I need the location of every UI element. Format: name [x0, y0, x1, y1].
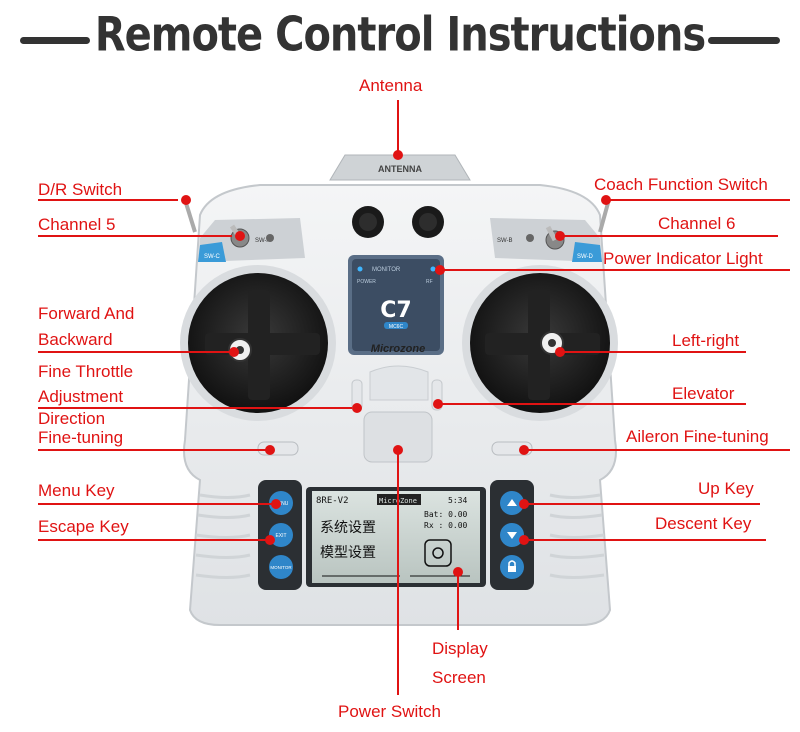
lcd-rx: Rx : 0.00 — [424, 521, 468, 530]
switch-panel-left: SW-A SW-C — [198, 218, 305, 262]
direction-trim-slider[interactable] — [257, 441, 299, 456]
lcd-line1-left: 8RE-V2 — [316, 496, 349, 506]
status-power-text: POWER — [357, 279, 376, 285]
label-dr-switch: D/R Switch — [38, 180, 123, 199]
title-banner: Remote Control Instructions — [0, 0, 800, 80]
label-antenna: Antenna — [359, 76, 423, 95]
down-button[interactable] — [500, 523, 524, 547]
up-arrow-icon — [507, 499, 517, 506]
dr-switch-toggle[interactable] — [184, 202, 197, 233]
lcd-display: 8RE-V2 MicroZone 5:34 Bat: 0.00 Rx : 0.0… — [306, 487, 486, 587]
status-mid-text: MONITOR — [372, 267, 401, 273]
label-fine-throttle-1: Fine Throttle — [38, 362, 134, 381]
lcd-menu2: 模型设置 — [320, 545, 376, 561]
label-direction-2: Fine-tuning — [38, 428, 124, 447]
label-elevator: Elevator — [672, 384, 735, 403]
label-channel6: Channel 6 — [658, 214, 736, 233]
model-sub: MC6C — [389, 324, 404, 330]
title-left-rule — [20, 37, 90, 44]
antenna-plate: ANTENNA — [329, 154, 471, 181]
switch-c-text: SW-C — [204, 254, 221, 260]
menu-button[interactable]: MENU — [269, 491, 293, 515]
label-menu-key: Menu Key — [38, 481, 115, 500]
lcd-menu1: 系统设置 — [320, 520, 376, 536]
left-stick-well — [180, 265, 336, 421]
switch-a-text: SW-A — [255, 238, 271, 244]
lock-icon — [508, 566, 516, 572]
lock-button[interactable] — [500, 555, 524, 579]
label-channel5: Channel 5 — [38, 215, 116, 234]
switch-d-text: SW-D — [577, 254, 594, 260]
label-fine-throttle-2: Adjustment — [38, 387, 124, 406]
title-right-rule — [708, 37, 780, 44]
status-rf-text: RF — [426, 279, 433, 285]
down-arrow-icon — [507, 532, 517, 539]
label-escape-key: Escape Key — [38, 517, 129, 536]
antenna-plate-text: ANTENNA — [378, 164, 422, 174]
menu-button-label: MENU — [274, 501, 289, 507]
label-aileron: Aileron Fine-tuning — [626, 427, 769, 446]
label-forward-backward-1: Forward And — [38, 304, 135, 323]
top-knob-left[interactable] — [352, 206, 384, 238]
status-screen: MONITOR POWER RF C7 MC6C — [348, 255, 444, 355]
monitor-button-label: MONITOR — [270, 565, 292, 570]
label-descent-key: Descent Key — [655, 514, 752, 533]
label-display-2: Screen — [432, 668, 486, 687]
center-trim-area — [351, 365, 443, 411]
lcd-car-icon — [424, 539, 452, 567]
label-power-switch: Power Switch — [338, 702, 441, 721]
power-indicator-light — [430, 266, 436, 272]
switch-b-text: SW-B — [497, 238, 513, 244]
brand-logo: Microzone — [371, 343, 425, 355]
label-up-key: Up Key — [698, 479, 754, 498]
exit-button-label: EXIT — [275, 533, 286, 539]
ch1-indicator — [357, 266, 363, 272]
label-power-indicator: Power Indicator Light — [603, 249, 763, 268]
up-button[interactable] — [500, 491, 524, 515]
model-name: C7 — [380, 298, 411, 323]
top-knob-right[interactable] — [412, 206, 444, 238]
monitor-button[interactable]: MONITOR — [269, 555, 293, 579]
lcd-bat: Bat: 0.00 — [424, 510, 468, 519]
label-display-1: Display — [432, 639, 488, 658]
label-coach-function: Coach Function Switch — [594, 175, 768, 194]
label-forward-backward-2: Backward — [38, 330, 113, 349]
lcd-line1-right: 5:34 — [448, 496, 467, 505]
label-left-right: Left-right — [672, 331, 740, 350]
coach-function-switch-toggle[interactable] — [598, 202, 610, 233]
label-direction-1: Direction — [38, 409, 106, 428]
leader-dots — [181, 150, 611, 577]
page-title: Remote Control Instructions — [94, 7, 706, 63]
exit-button[interactable]: EXIT — [269, 523, 293, 547]
leader-lines — [38, 100, 790, 695]
